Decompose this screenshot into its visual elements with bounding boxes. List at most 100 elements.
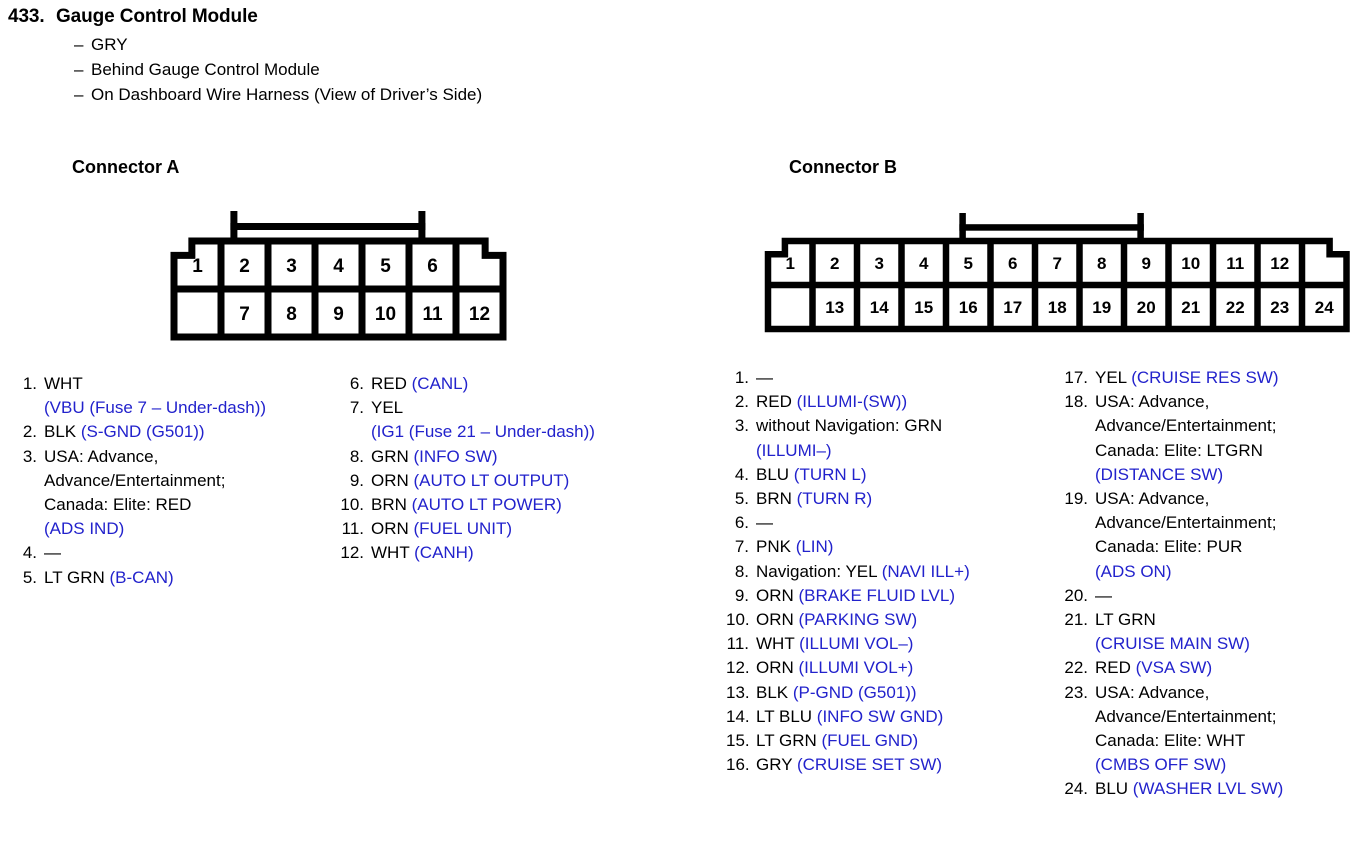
wire-color: WHT (371, 543, 415, 563)
connector-a-pinlist-right: 6.RED (CANL)7.YEL(IG1 (Fuse 21 – Under-d… (334, 372, 674, 566)
signal-name: (LIN) (795, 537, 834, 557)
pin-line: BLK (P-GND (G501)) (756, 681, 1056, 705)
signal-name: (TURN L) (793, 464, 867, 484)
connector-b-heading: Connector B (789, 157, 897, 177)
pin-cell-label: 3 (875, 254, 884, 273)
pin-cell-label: 19 (1092, 298, 1111, 317)
pin-number: 1. (22, 374, 37, 393)
pin-number: 6. (734, 513, 749, 533)
signal-name: (PARKING SW) (798, 610, 918, 630)
cell-separator (942, 285, 950, 329)
pin-cell-label: 20 (1137, 298, 1156, 317)
wire-color: — (756, 513, 773, 533)
pin-cell-label: 7 (239, 304, 250, 325)
pin-description: RED (ILLUMI-(SW)) (756, 390, 1056, 414)
signal-name: (ILLUMI-(SW)) (796, 392, 908, 412)
cell-separator (809, 241, 816, 285)
pin-line: — (756, 366, 1056, 390)
signal-name: (CMBS OFF SW) (1095, 755, 1227, 775)
wire-color: BLU (1095, 779, 1133, 799)
pin-number: 10. (340, 495, 364, 515)
cell-separator (264, 241, 272, 289)
wire-color: — (1095, 585, 1112, 605)
wire-color: BRN (371, 495, 412, 515)
pin-row: 1.WHT(VBU (Fuse 7 – Under-dash)) (14, 372, 334, 420)
wire-color: ORN (371, 519, 414, 539)
wire-color: — (756, 368, 773, 387)
header-note: – Behind Gauge Control Module (74, 57, 908, 82)
pin-number: 8. (734, 561, 749, 581)
wire-color: WHT (756, 634, 800, 654)
pin-cell-label: 9 (1142, 254, 1151, 273)
wire-color: ORN (756, 585, 799, 605)
wire-color: ORN (756, 610, 799, 630)
wire-color: YEL (371, 398, 404, 418)
pin-line: Advance/Entertainment; (1095, 414, 1358, 438)
section-number: 433. (8, 6, 45, 27)
wire-color: Canada: Elite: WHT (1095, 731, 1246, 751)
wire-color: ORN (756, 658, 799, 678)
signal-name: (ADS ON) (1095, 561, 1172, 581)
header-note-text: Behind Gauge Control Module (91, 60, 320, 79)
pin-number: 4. (22, 543, 37, 563)
pin-row: 6. RED (CANL) (334, 372, 674, 396)
pin-line: (ADS ON) (1095, 560, 1358, 584)
cell-separator (452, 289, 460, 337)
pin-row: 4.— (14, 541, 334, 565)
signal-name: (B-CAN) (109, 567, 174, 587)
header-note: – GRY (74, 32, 908, 57)
pin-cell-label: 4 (333, 256, 344, 277)
pin-line: Canada: Elite: PUR (1095, 535, 1358, 559)
pin-line: WHT (CANH) (371, 541, 674, 565)
pin-line: RED (CANL) (371, 372, 674, 396)
signal-name: (CRUISE SET SW) (796, 755, 943, 775)
pin-cell-label: 5 (380, 256, 391, 277)
pin-cell-label: 8 (1097, 254, 1106, 273)
pin-line: Navigation: YEL (NAVI ILL+) (756, 560, 1056, 584)
wire-color: YEL (1095, 368, 1132, 387)
pin-cell-label: 5 (964, 254, 973, 273)
signal-name: (VBU (Fuse 7 – Under-dash)) (44, 398, 267, 418)
pin-number: 7. (734, 537, 749, 557)
pin-description: — (1095, 584, 1358, 608)
cell-separator (358, 241, 366, 289)
pin-description: USA: Advance,Advance/Entertainment;Canad… (1095, 487, 1358, 584)
signal-name: (INFO SW) (413, 446, 498, 466)
wire-color: LT GRN (1095, 610, 1156, 630)
pin-description: BLK (S-GND (G501)) (44, 420, 334, 444)
wire-color: RED (756, 392, 797, 412)
pin-description: YEL(IG1 (Fuse 21 – Under-dash)) (371, 396, 674, 444)
pin-number: 6. (349, 374, 364, 393)
wire-color: Advance/Entertainment; (44, 470, 226, 490)
header-notes: – GRY – Behind Gauge Control Module – On… (8, 32, 908, 107)
signal-name: (S-GND (G501)) (80, 422, 205, 442)
pin-number: 5. (22, 567, 37, 587)
wire-color: Advance/Entertainment; (1095, 513, 1277, 533)
signal-name: (ILLUMI–) (756, 440, 832, 460)
pin-row: 14.LT BLU (INFO SW GND) (726, 705, 1056, 729)
pin-row: 12.ORN (ILLUMI VOL+) (726, 656, 1056, 680)
signal-name: (CRUISE RES SW) (1131, 368, 1279, 387)
cell-separator (405, 241, 413, 289)
pin-row: 2.BLK (S-GND (G501)) (14, 420, 334, 444)
pin-cell-label: 6 (427, 256, 438, 277)
pin-row: 9.ORN (AUTO LT OUTPUT) (334, 469, 674, 493)
pin-row: 3.USA: Advance,Advance/Entertainment;Can… (14, 445, 334, 542)
pin-description: Navigation: YEL (NAVI ILL+) (756, 560, 1056, 584)
wire-color: Canada: Elite: PUR (1095, 537, 1243, 557)
pin-line: (CMBS OFF SW) (1095, 753, 1358, 777)
document-header: 433. Gauge Control Module – GRY – Behind… (8, 6, 908, 107)
pin-cell-label: 24 (1315, 298, 1334, 317)
pin-cell-label: 16 (959, 298, 978, 317)
pin-number: 15. (726, 731, 750, 751)
cell-separator (987, 285, 994, 329)
cell-separator (898, 285, 905, 329)
pin-line: BLU (TURN L) (756, 463, 1056, 487)
pin-number: 12. (340, 543, 364, 563)
cell-separator (987, 241, 994, 285)
connector-a-pinlist-left: 1.WHT(VBU (Fuse 7 – Under-dash))2.BLK (S… (14, 372, 334, 590)
pin-number: 3. (734, 416, 749, 436)
